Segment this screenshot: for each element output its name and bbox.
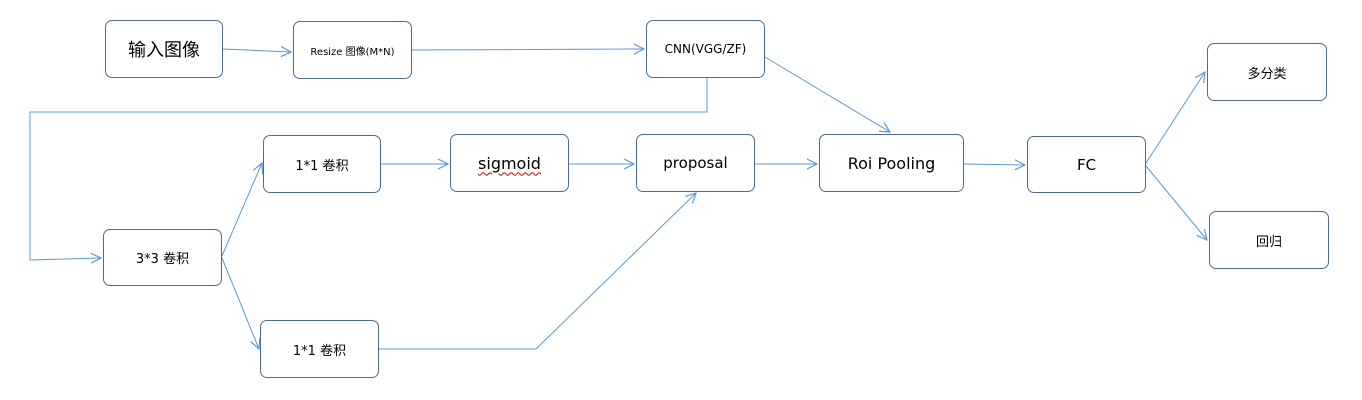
fc-label: FC	[1076, 155, 1097, 174]
classification-label: 多分类	[1247, 66, 1287, 82]
edge-conv3-to-conv1b	[221, 257, 259, 349]
sigmoid-label: sigmoid	[478, 153, 541, 173]
input-image-label: 输入图像	[128, 40, 200, 61]
edge-conv3-to-conv1a	[221, 163, 262, 257]
conv1x1-top-node: 1*1 卷积	[263, 135, 381, 193]
input-image-node: 输入图像	[105, 20, 223, 78]
edge-conv1b-to-proposal	[379, 193, 696, 350]
regression-label: 回归	[1255, 234, 1282, 250]
edge-input-to-resize	[222, 49, 291, 52]
conv3x3-label: 3*3 卷积	[135, 252, 190, 267]
proposal-label: proposal	[663, 154, 728, 172]
conv1x1-top-label: 1*1 卷积	[295, 158, 349, 174]
roi-pooling-node: Roi Pooling	[819, 134, 964, 192]
roi-pooling-label: Roi Pooling	[847, 153, 936, 173]
classification-node: 多分类	[1207, 43, 1327, 101]
conv1x1-bottom-node: 1*1 卷积	[260, 320, 379, 378]
edge-cnn-to-roi	[764, 56, 890, 132]
resize-image-label: Resize 图像(M*N)	[310, 46, 395, 58]
resize-image-node: Resize 图像(M*N)	[293, 21, 412, 79]
conv1x1-bottom-label: 1*1 卷积	[292, 343, 347, 359]
edge-cnn-to-conv3	[29, 78, 708, 260]
cnn-label: CNN(VGG/ZF)	[664, 42, 747, 56]
cnn-node: CNN(VGG/ZF)	[646, 20, 765, 78]
edge-fc-to-reg	[1145, 165, 1207, 240]
edge-fc-to-cls	[1145, 72, 1205, 164]
edge-resize-to-cnn	[411, 49, 644, 50]
proposal-node: proposal	[636, 134, 755, 192]
fc-node: FC	[1027, 136, 1146, 193]
edge-roi-to-fc	[963, 164, 1025, 165]
sigmoid-node: sigmoid	[450, 134, 569, 192]
regression-node: 回归	[1209, 211, 1329, 269]
conv3x3-node: 3*3 卷积	[103, 229, 222, 286]
